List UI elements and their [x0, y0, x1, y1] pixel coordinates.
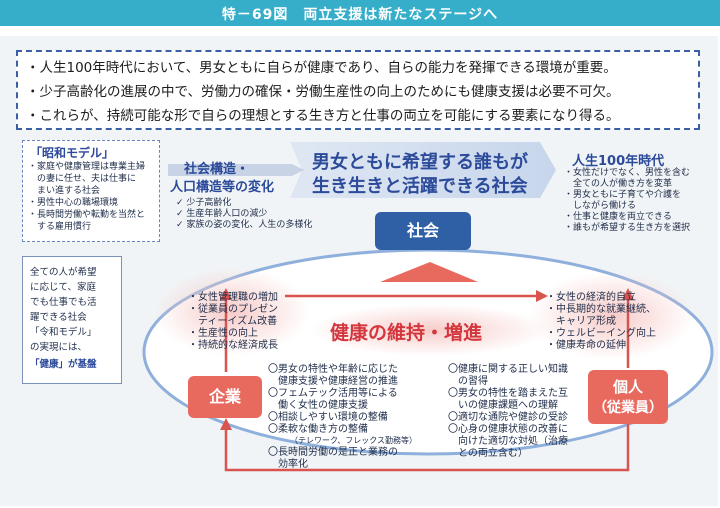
showa-item: の妻に任せ、夫は仕事に [28, 174, 137, 184]
society-node: 社会 [375, 212, 471, 250]
note-line: 「令和モデル」 [30, 327, 97, 338]
individual-node: 個人 （従業員） [588, 370, 668, 424]
headline-line-2: 生き生きと活躍できる社会 [312, 176, 528, 197]
note-emphasis: 「健康」 [30, 359, 69, 370]
top-arrow-head [536, 290, 548, 302]
individual-effect: ・ウェルビーイング向上 [546, 328, 656, 339]
century-title: 人生100年時代 [572, 154, 665, 169]
company-effect: ・生産性の向上 [188, 328, 258, 339]
company-action: 〇長時間労働の是正と業務の [268, 447, 398, 458]
company-effect: ・従業員のプレゼン [188, 304, 278, 315]
change-item: ✓ 生産年齢人口の減少 [176, 209, 268, 219]
showa-item: ・男性中心の職場環境 [28, 198, 119, 208]
individual-effect: キャリア形成 [546, 316, 616, 327]
company-effect: ・持続的な経済成長 [188, 340, 278, 351]
company-action: 〇フェムテック活用等による [268, 388, 398, 399]
company-action: 健康支援や健康経営の推進 [268, 376, 398, 387]
change-title-2: 人口構造等の変化 [170, 180, 275, 195]
company-effect: ティーイズム改善 [188, 316, 278, 327]
note-rest: が基盤 [68, 359, 97, 370]
change-item: ✓ 少子高齢化 [176, 198, 232, 208]
individual-action: の習得 [448, 376, 488, 387]
change-title-1: 社会構造・ [184, 162, 250, 177]
note-line: 躍できる社会 [30, 312, 87, 323]
note-line: でも仕事でも活 [30, 297, 97, 308]
century-item: しながら働ける [564, 201, 637, 211]
individual-action: 〇健康に関する正しい知識 [448, 364, 568, 375]
title-bar [0, 0, 720, 26]
company-action-note: （テレワーク、フレックス勤務等） [290, 436, 418, 445]
note-line: の実現には、 [30, 342, 88, 353]
company-action: 〇男女の特性や年齢に応じた [268, 364, 398, 375]
company-action: 働く女性の健康支援 [268, 400, 368, 411]
company-node: 企業 [188, 376, 262, 418]
showa-item: する雇用慣行 [28, 222, 92, 232]
headline-arrow-band [290, 142, 556, 198]
arrow-right-up [622, 288, 634, 300]
individual-action: 向けた適切な対処（治療 [448, 436, 568, 447]
individual-effect: ・女性の経済的自立 [546, 292, 636, 303]
intro-line-3: ・これらが、持続可能な形で自らの理想とする生き方と仕事の両立を可能にする要素にな… [26, 108, 620, 124]
showa-title: 「昭和モデル」 [30, 146, 115, 160]
individual-action: 〇適切な通院や健診の受診 [448, 412, 568, 423]
up-triangle [380, 262, 478, 282]
page-title: 特－69図 両立支援は新たなステージへ [221, 7, 499, 23]
showa-model-box [22, 140, 160, 242]
century-item: 全ての人が働き方を変革 [564, 179, 673, 189]
change-arrow [168, 164, 304, 176]
century-item: ・男女ともに子育てや介護を [564, 190, 682, 200]
individual-action: いの健康課題への理解 [448, 400, 558, 411]
change-item: ✓ 家族の姿の変化、人生の多様化 [176, 220, 313, 230]
individual-label-2: （従業員） [593, 400, 663, 416]
showa-item: まい進する社会 [28, 186, 101, 196]
headline-line-1: 男女ともに希望する誰もが [312, 152, 528, 173]
individual-effect: ・中長期的な就業継続、 [546, 304, 656, 315]
century-item: ・誰もが希望する生き方を選択 [564, 223, 691, 233]
center-label: 健康の維持・増進 [330, 322, 483, 344]
company-action: 〇相談しやすい環境の整備 [268, 412, 388, 423]
individual-action: 〇男女の特性を踏まえた互 [448, 388, 568, 399]
intro-line-1: ・人生100年時代において、男女ともに自らが健康であり、自らの能力を発揮できる環… [26, 60, 617, 76]
individual-effect: ・健康寿命の延伸 [546, 340, 626, 351]
note-line: 全ての人が希望 [30, 267, 97, 278]
reiwa-model-note [22, 256, 122, 384]
intro-line-2: ・少子高齢化の進展の中で、労働力の確保・労働生産性の向上のためにも健康支援は必要… [26, 84, 620, 100]
bottom-loop [224, 424, 630, 472]
century-item: ・仕事と健康を両立できる [564, 212, 672, 222]
individual-label-1: 個人 [612, 378, 643, 396]
intro-box [16, 50, 700, 130]
company-effect: ・女性管理職の増加 [188, 292, 278, 303]
company-action: 効率化 [268, 459, 308, 470]
individual-action: との両立含む） [448, 448, 528, 459]
note-line: に応じて、家庭 [30, 282, 97, 293]
arrow-left-up [220, 288, 232, 300]
showa-item: ・長時間労働や転勤を当然と [28, 210, 146, 220]
showa-item: ・家庭や健康管理は専業主婦 [28, 162, 146, 172]
company-action: 〇柔軟な働き方の整備 [268, 424, 368, 435]
individual-action: 〇心身の健康状態の改善に [448, 424, 568, 435]
century-item: ・女性だけでなく、男性を含む [564, 168, 691, 178]
note-last-line: 「健康」が基盤 [30, 356, 97, 370]
